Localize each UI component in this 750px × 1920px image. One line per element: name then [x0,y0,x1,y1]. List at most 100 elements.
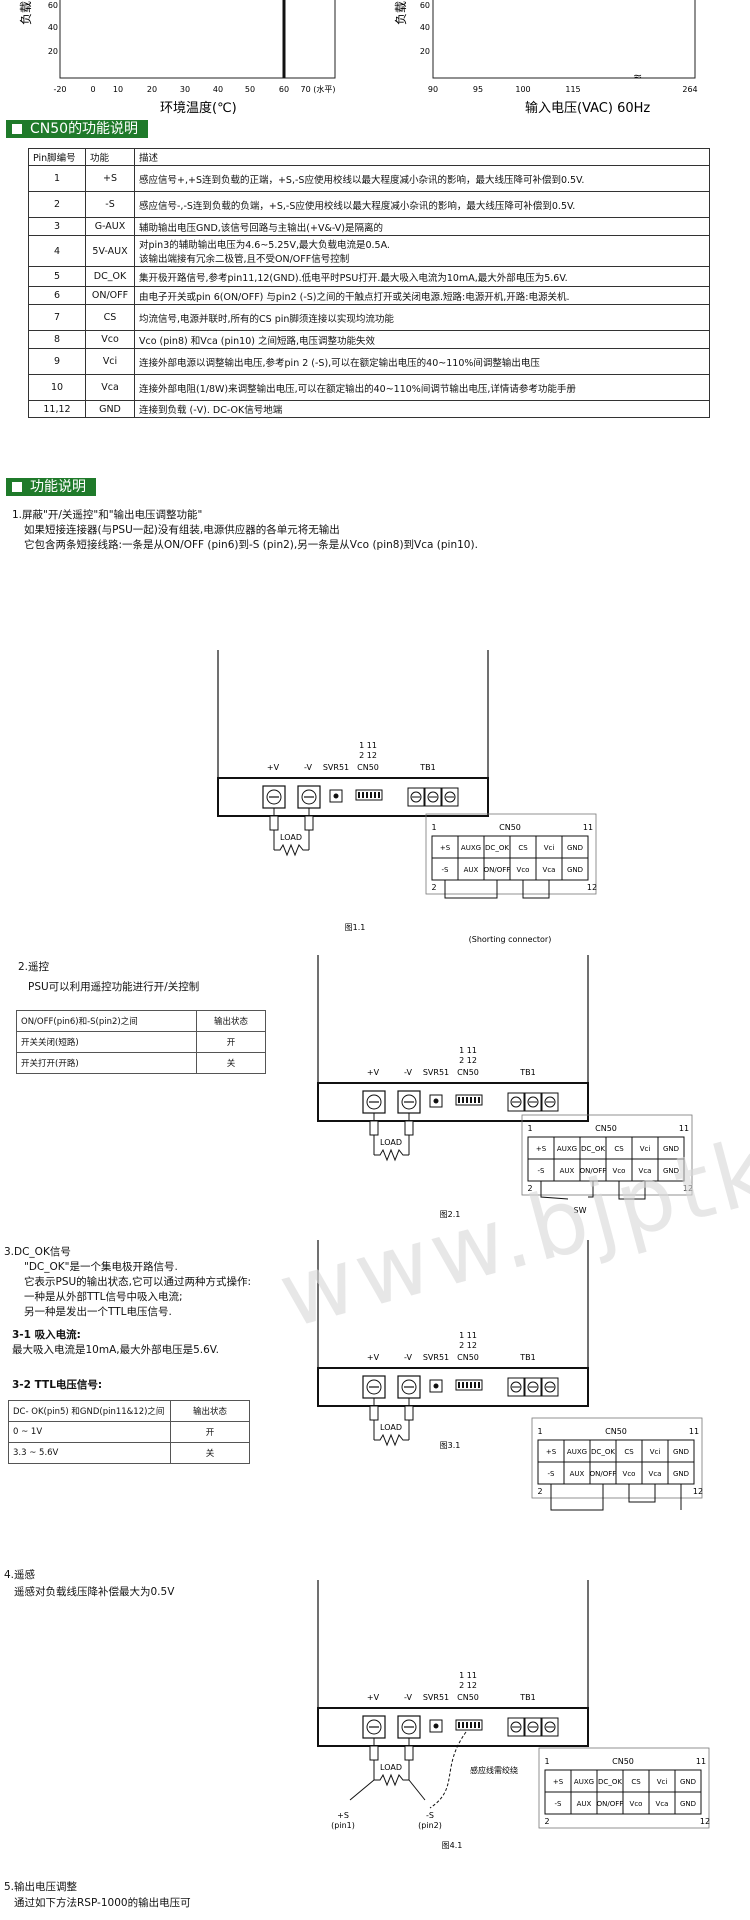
left-ytick: 20 [48,47,58,56]
cn50-pin-label: AUX [464,866,479,874]
pin-cell: 7 [28,304,86,331]
load-resistor-icon [374,1433,409,1447]
item1-line1: 如果短接连接器(与PSU一起)没有组装,电源供应器的各单元将无输出 [24,524,340,536]
plus-s-label: +S [337,1811,349,1820]
load-resistor-icon [374,1773,409,1787]
left-xtick: -20 [53,85,66,94]
short-wire-1 [444,880,498,899]
pin-cell: 9 [28,348,86,375]
function-cell: 5V-AUX [85,235,135,267]
right-ylabel: 负载(%) [394,0,408,25]
pin-top-label: 1 11 [459,1046,477,1055]
remote-control-table: ON/OFF(pin6)和-S(pin2)之间输出状态 开关关闭(短路)开 开关… [16,1010,266,1074]
svr51-label: SVR51 [423,1353,449,1362]
right-xlabel: 输入电压(VAC) 60Hz [525,100,650,116]
svr51-label: SVR51 [423,1068,449,1077]
tb1-label: TB1 [519,1068,535,1077]
tb1-label: TB1 [519,1353,535,1362]
cn50-pin-label: GND [673,1448,689,1456]
function-cell: Vco [85,330,135,349]
minus-v-label: -V [404,1353,412,1362]
pin-top-label: 1 11 [359,741,377,750]
cn50-pin-label: +S [536,1145,547,1153]
col-pin: Pin脚编号 [28,148,86,166]
pin11-label: 11 [689,1427,699,1436]
load-resistor-icon [374,1148,409,1162]
cn50-pin-label: ON/OFF [484,866,511,874]
description-cell: 集开极开路信号,参考pin11,12(GND).低电平时PSU打开.最大吸入电流… [134,266,710,287]
cn50-pin-label: GND [663,1167,679,1175]
left-ytick: 40 [48,23,58,32]
cn50-pin-label: DC_OK [581,1145,605,1153]
cn50-pin-label: AUX [560,1167,575,1175]
cn50-pin-label: AUX [570,1470,585,1478]
rc-row2-state: 关 [196,1052,266,1074]
cn50-pin-label: DC_OK [591,1448,615,1456]
function-cell: G-AUX [85,217,135,236]
load-label: LOAD [380,1423,402,1432]
cn50-grid-title: CN50 [499,823,521,832]
left-xtick: 70 (水平) [301,84,336,94]
cn50-grid-title: CN50 [595,1124,617,1133]
figure-caption: 图4.1 [442,1841,463,1850]
col-description: 描述 [134,148,710,166]
pin12-label: 12 [587,883,597,892]
pin-cell: 6 [28,286,86,305]
table-header-row: Pin脚编号 功能 描述 [28,148,710,166]
load-label: LOAD [280,833,302,842]
right-xtick: 264 [682,85,697,94]
description-cell: Vco (pin8) 和Vca (pin10) 之间短路,电压调整功能失效 [134,330,710,349]
cn50-pin-cell [674,1791,702,1815]
right-ytick: 40 [420,23,430,32]
function-cell: Vca [85,374,135,401]
section-function-title: 功能说明 [6,478,96,496]
description-cell: 感应信号+,+S连到负载的正端，+S,-S应使用校线以最大程度减小杂讯的影响，最… [134,165,710,192]
item3-l4: 另一种是发出一个TTL电压信号. [24,1306,172,1318]
description-cell: 对pin3的辅助输出电压为4.6~5.25V,最大负载电流是0.5A. 该输出端… [134,235,710,267]
pin-cell: 1 [28,165,86,192]
cn50-pin-label: +S [546,1448,557,1456]
switch-wire-icon [540,1181,569,1200]
pin-bot-label: 2 12 [359,751,377,760]
cn50-pin-label: AUXG [574,1778,594,1786]
left-xtick: 0 [90,85,95,94]
cn50-pin-label: Vco [630,1800,643,1808]
function-cell: GND [85,400,135,418]
function-cell: CS [85,304,135,331]
cn50-connector-icon [455,1719,483,1731]
function-cell: +S [85,165,135,192]
pin-bot-label: 2 12 [459,1341,477,1350]
cn50-pin-cell [561,857,589,881]
plus-s-pin-label: (pin1) [331,1821,355,1830]
right-ytick: 20 [420,47,430,56]
tb1-label: TB1 [419,763,435,772]
cn50-label: CN50 [457,1068,479,1077]
cn50-pin-label: GND [680,1800,696,1808]
cn50-pin-label: ON/OFF [590,1470,617,1478]
figure-caption: 图3.1 [440,1441,461,1450]
cn50-grid-title: CN50 [605,1427,627,1436]
pin-cell: 3 [28,217,86,236]
cn50-pin-label: +S [553,1778,564,1786]
cn50-label: CN50 [457,1693,479,1702]
plus-v-label: +V [367,1068,380,1077]
cn50-pin-label: CS [624,1448,634,1456]
cn50-pin-label: CS [631,1778,641,1786]
function-cell: Vci [85,348,135,375]
cn50-pin-label: GND [567,844,583,852]
item4-desc: 遥感对负载线压降补偿最大为0.5V [14,1586,175,1598]
plus-v-label: +V [367,1353,380,1362]
cn50-pin-label: GND [673,1470,689,1478]
cn50-label: CN50 [357,763,379,772]
twisted-sense-wire-icon [429,1731,467,1809]
load-label: LOAD [380,1138,402,1147]
